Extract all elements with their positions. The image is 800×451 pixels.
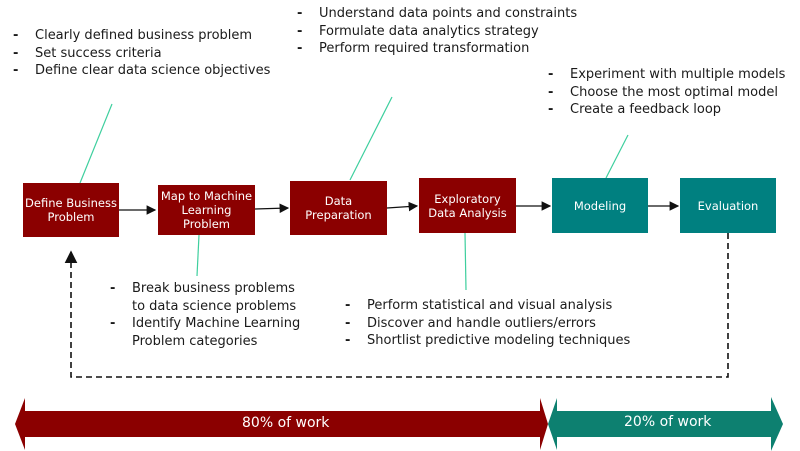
note-item: Experiment with multiple models: [570, 67, 786, 82]
note-modeling: -Experiment with multiple models -Choose…: [548, 67, 786, 117]
feedback-loop-arrow: [64, 233, 729, 378]
note-item: Clearly defined business problem: [35, 28, 253, 43]
callout-line-define: [79, 103, 113, 184]
callout-line-data-prep: [349, 96, 393, 181]
band-80-percent: [15, 398, 548, 450]
flow-arrow-2: [254, 203, 290, 214]
callout-line-modeling: [605, 134, 629, 179]
note-eda: -Perform statistical and visual analysis…: [345, 298, 631, 348]
callout-line-eda: [464, 232, 467, 291]
note-item: Discover and handle outliers/errors: [367, 315, 596, 331]
note-item: Perform statistical and visual analysis: [367, 298, 613, 313]
note-item: Shortlist predictive modeling techniques: [367, 333, 631, 348]
step-evaluation[interactable]: Evaluation: [680, 178, 776, 233]
note-item: Formulate data analytics strategy: [319, 23, 539, 39]
callout-line-map-ml: [196, 234, 200, 277]
note-item: Understand data points and constraints: [319, 6, 578, 21]
step-modeling[interactable]: Modeling: [552, 178, 648, 233]
note-data-preparation: -Understand data points and constraints …: [297, 6, 578, 56]
flow-arrow-3: [386, 201, 419, 212]
band-20-label: 20% of work: [624, 414, 712, 430]
note-item: Perform required transformation: [319, 41, 530, 56]
note-map-to-ml: -Break business problems to data science…: [110, 280, 310, 350]
note-item: Choose the most optimal model: [570, 84, 778, 100]
note-item: Create a feedback loop: [570, 102, 722, 117]
note-item: Break business problems to data science …: [132, 281, 297, 314]
band-20-percent: [548, 397, 783, 451]
note-item: Identify Machine Learning Problem catego…: [132, 316, 301, 349]
note-define-business: -Clearly defined business problem -Set s…: [13, 28, 271, 78]
band-80-label: 80% of work: [242, 415, 330, 431]
note-item: Define clear data science objectives: [35, 63, 271, 78]
note-item: Set success criteria: [35, 45, 162, 61]
